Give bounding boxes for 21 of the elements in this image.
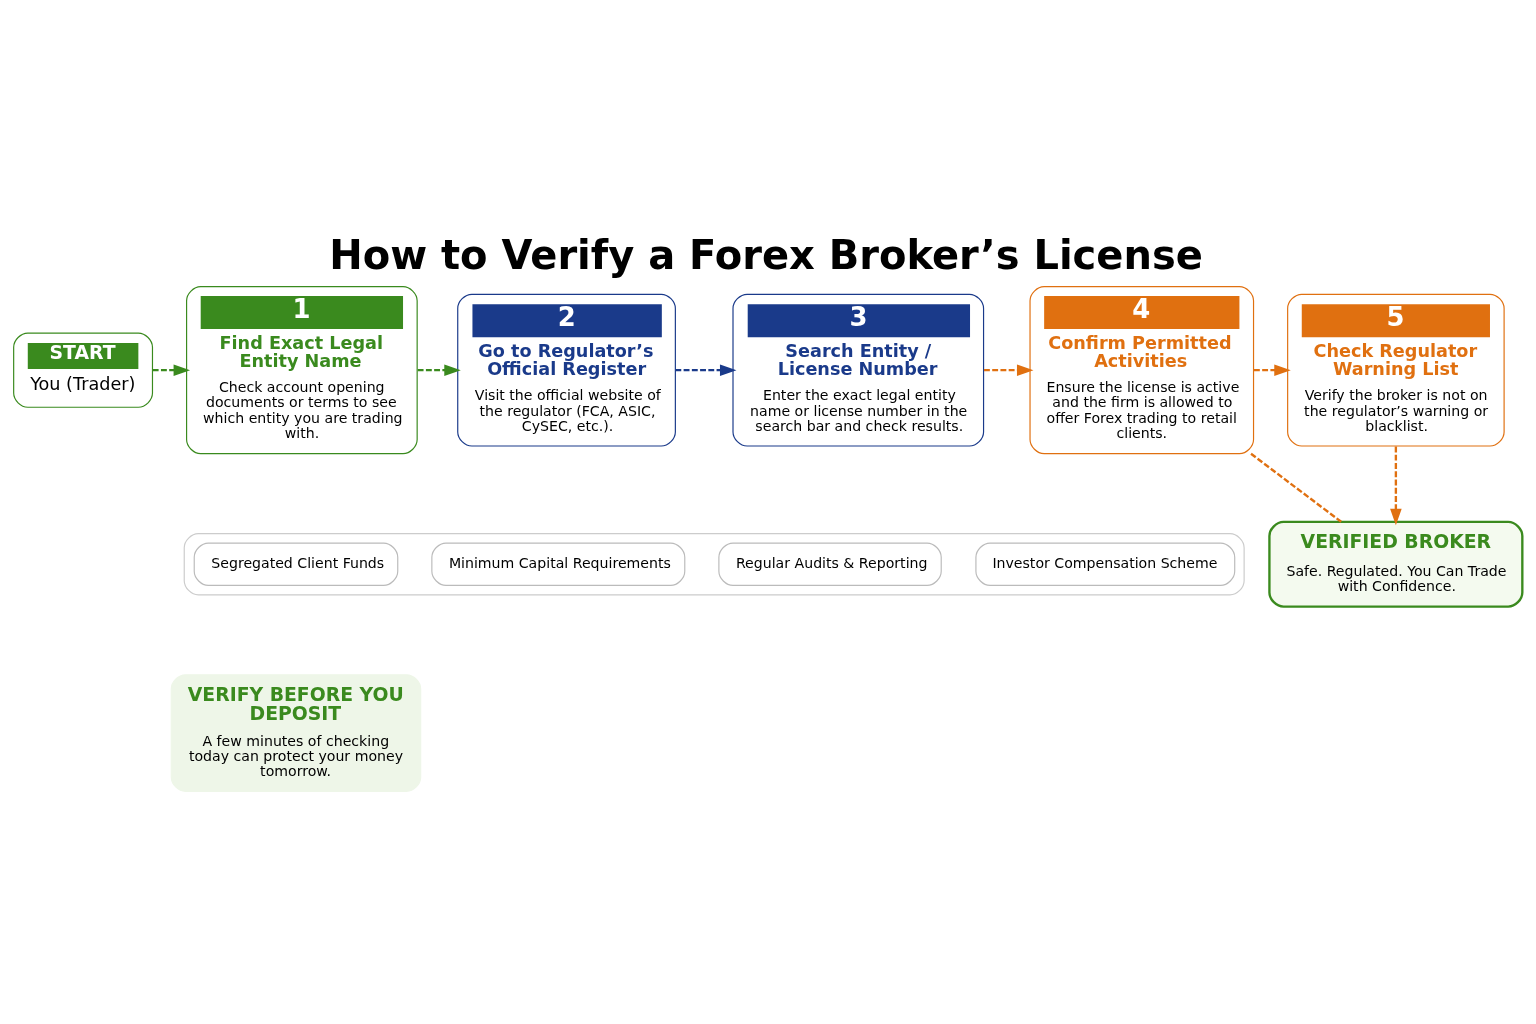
node-box: 1 Find Exact Legal Entity Name Check account opening documents or terms to see which entity you are trading with.	[186, 285, 418, 454]
node-box: START You (Trader)	[13, 332, 154, 408]
node-box: 2 Go to Regulator’s Official Register Visit the official website of the regulator (FCA, ASIC, CySEC, etc.).	[457, 293, 676, 447]
arrow	[675, 363, 737, 376]
diagram-title: How to Verify a Forex Broker’s License	[329, 231, 1203, 278]
connector	[1250, 452, 1342, 523]
node-box: Minimum Capital Requirements	[431, 542, 686, 586]
cluster	[183, 532, 1245, 595]
node-box: VERIFIED BROKER Safe. Regulated. You Can Trade with Confidence.	[1268, 520, 1524, 608]
arrow	[417, 363, 461, 376]
arrow	[1253, 363, 1291, 376]
node-box: Segregated Client Funds	[193, 542, 399, 586]
node-box: Investor Compensation Scheme	[975, 542, 1236, 586]
arrow	[1390, 446, 1402, 525]
arrow	[984, 363, 1034, 376]
arrow	[152, 363, 191, 376]
node-box: 3 Search Entity / License Number Enter the exact legal entity name or license number in the search bar and check results.	[732, 293, 985, 447]
node-box: Regular Audits & Reporting	[718, 542, 942, 586]
node-box: VERIFY BEFORE YOU DEPOSIT A few minutes of checking today can protect your money tomorrow.	[170, 673, 422, 792]
node-box: 5 Check Regulator Warning List Verify the broker is not on the regulator’s warning or blacklist.	[1287, 293, 1505, 447]
node-box: 4 Confirm Permitted Activities Ensure the license is active and the firm is allowed to offer Forex trading to retail clients.	[1029, 285, 1255, 454]
